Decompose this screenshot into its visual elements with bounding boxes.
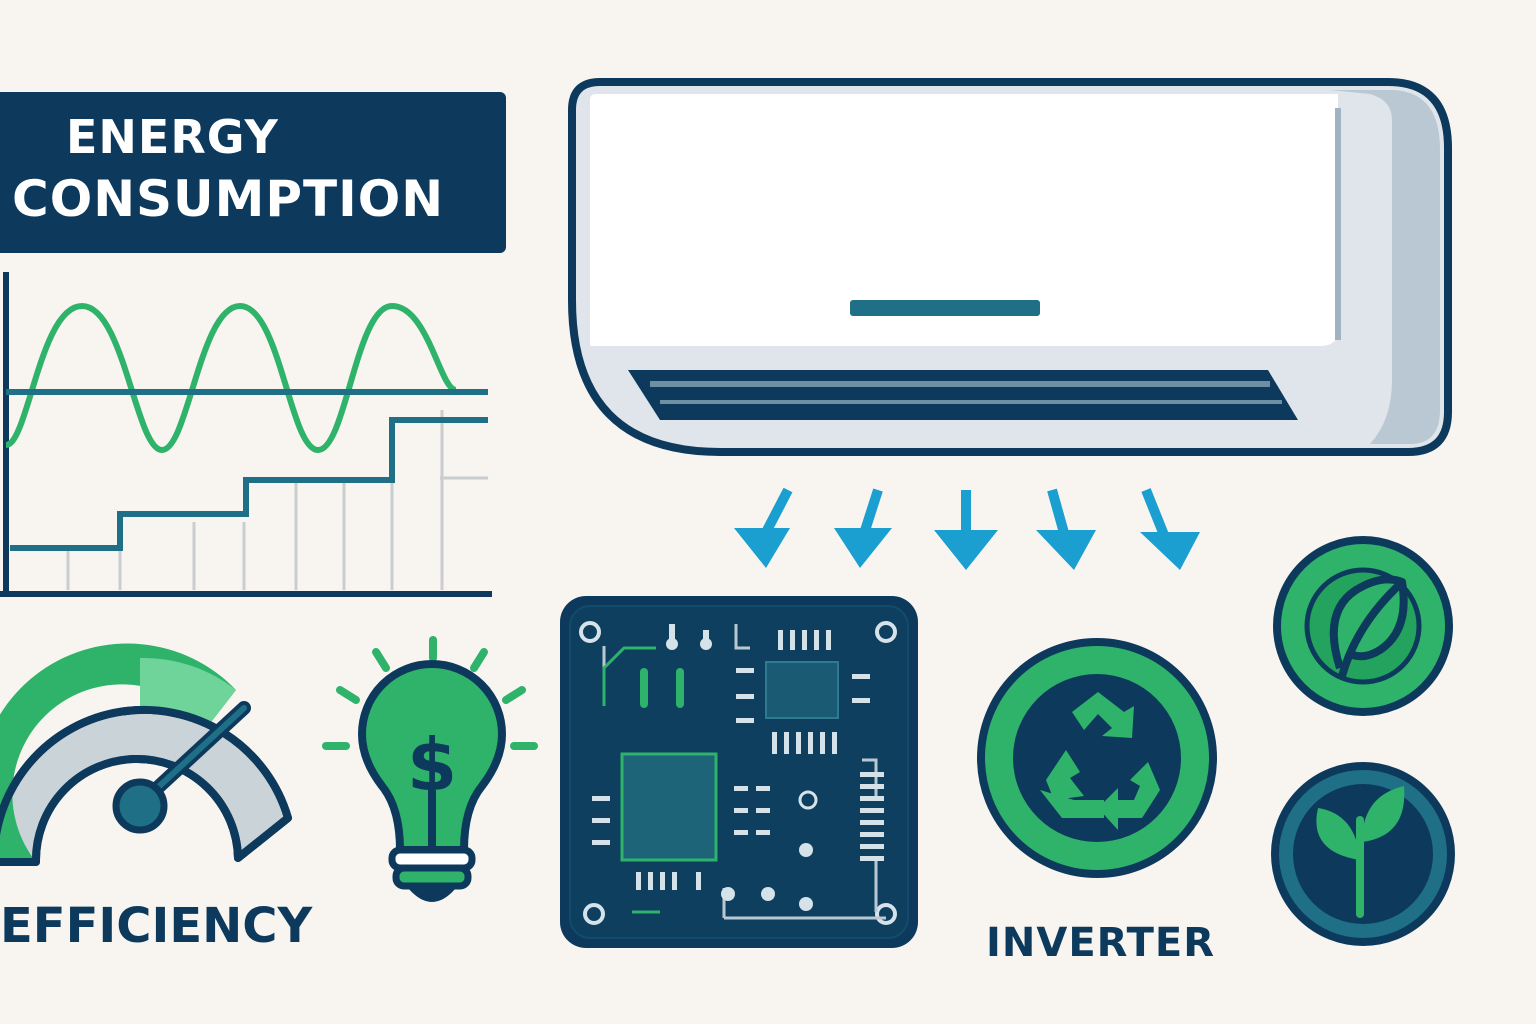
airflow-arrow-icon (834, 488, 892, 568)
airflow-arrows (734, 487, 1200, 570)
airflow-arrow-icon (1140, 488, 1200, 570)
title-banner: ENERGY CONSUMPTION (0, 92, 506, 253)
dollar-lightbulb-icon: $ (322, 636, 538, 902)
circuit-board-icon (560, 596, 918, 948)
airflow-arrow-icon (1036, 488, 1096, 570)
title-line-2: CONSUMPTION (12, 170, 445, 228)
energy-graph-icon (0, 272, 492, 597)
airflow-arrow-icon (934, 490, 998, 570)
airflow-arrow-icon (734, 487, 793, 568)
efficiency-label: EFFICIENCY (0, 898, 313, 954)
inverter-label: INVERTER (986, 920, 1216, 966)
air-conditioner-icon (568, 78, 1452, 456)
sprout-icon (1271, 762, 1455, 946)
efficiency-gauge-icon (0, 643, 292, 866)
recycle-icon (977, 638, 1217, 878)
title-line-1: ENERGY (66, 110, 279, 164)
leaf-icon (1273, 536, 1453, 716)
